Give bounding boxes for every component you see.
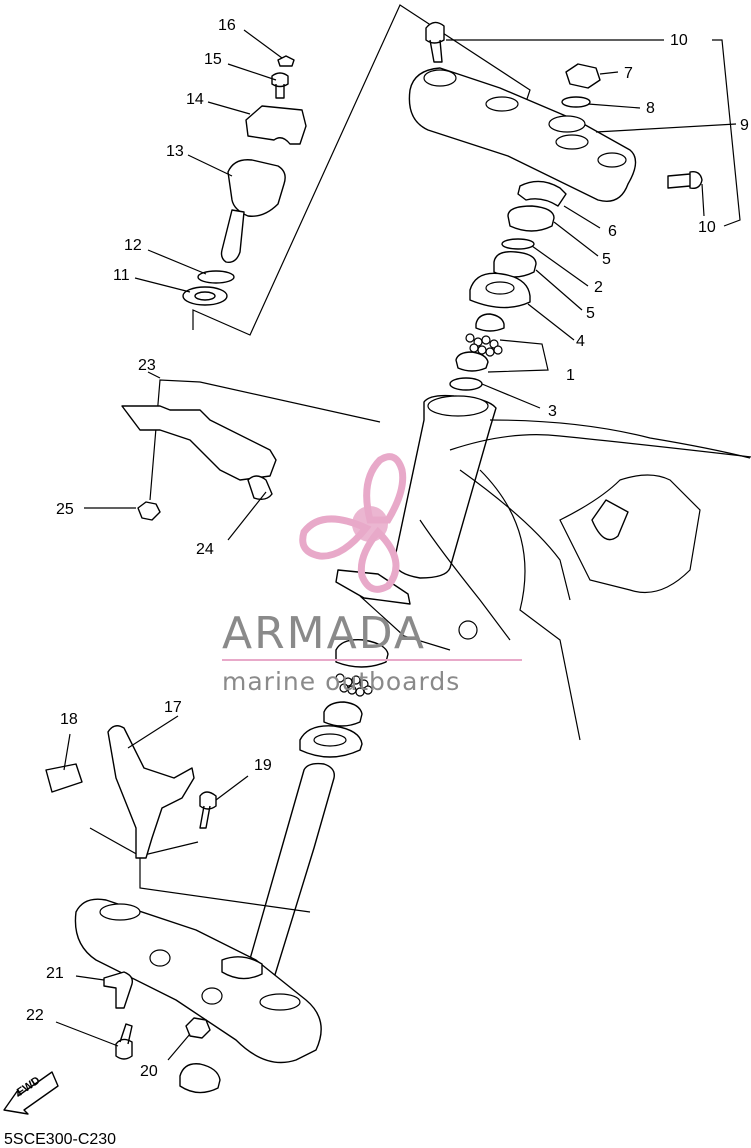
armada-watermark: ARMADA marine outboards bbox=[222, 453, 522, 696]
label-12: 12 bbox=[124, 237, 142, 254]
part-1-bearing-balls bbox=[465, 333, 503, 357]
part-8-washer bbox=[561, 96, 591, 108]
part-20-nut bbox=[185, 1017, 211, 1039]
label-13: 13 bbox=[166, 143, 184, 160]
label-10-top: 10 bbox=[670, 32, 688, 49]
label-6: 6 bbox=[608, 223, 617, 240]
label-8: 8 bbox=[646, 100, 655, 117]
bracket-group-23 bbox=[121, 379, 381, 521]
label-16: 16 bbox=[218, 17, 236, 34]
stem-and-lower-bracket bbox=[74, 762, 335, 1094]
label-4: 4 bbox=[576, 333, 585, 350]
label-7: 7 bbox=[624, 65, 633, 82]
frame bbox=[335, 394, 751, 741]
label-23: 23 bbox=[138, 357, 156, 374]
part-16-screw bbox=[277, 55, 295, 67]
bracket-group-17 bbox=[45, 725, 311, 913]
part-13-holder bbox=[227, 159, 286, 217]
part-25-nut bbox=[137, 501, 161, 521]
part-2-washer bbox=[501, 238, 535, 250]
lower-bearing-balls bbox=[335, 673, 373, 697]
lower-bracket bbox=[74, 898, 322, 1064]
label-18: 18 bbox=[60, 711, 78, 728]
label-19: 19 bbox=[254, 757, 272, 774]
label-3: 3 bbox=[548, 403, 557, 420]
part-labels: 16 15 14 13 12 11 10 7 8 9 10 6 5 2 5 4 … bbox=[26, 17, 749, 1080]
part-19-bolt bbox=[199, 791, 217, 829]
steering-stem-stack bbox=[449, 180, 567, 391]
watermark-brand: ARMADA bbox=[222, 608, 426, 659]
part-9-upper-bracket bbox=[408, 67, 637, 202]
leader-lines bbox=[55, 29, 741, 1061]
label-10-right: 10 bbox=[698, 219, 716, 236]
fwd-arrow: FWD bbox=[3, 1071, 59, 1115]
part-3-race bbox=[449, 377, 483, 391]
part-24-clip bbox=[247, 475, 273, 501]
watermark-tagline: marine outboards bbox=[222, 667, 460, 696]
label-5-lower: 5 bbox=[586, 305, 595, 322]
label-9: 9 bbox=[740, 117, 749, 134]
handlebar-group bbox=[182, 4, 531, 336]
frame-head-pipe bbox=[393, 394, 497, 579]
part-6-lock-washer bbox=[517, 180, 567, 207]
part-7-nut bbox=[565, 63, 601, 89]
part-5-ring-nut-upper bbox=[507, 205, 555, 232]
part-23-bracket bbox=[121, 405, 277, 481]
part-22-bolt bbox=[115, 1023, 133, 1060]
part-14-clamp bbox=[245, 105, 307, 145]
label-15: 15 bbox=[204, 51, 222, 68]
part-10-bolt-right bbox=[667, 170, 703, 190]
label-14: 14 bbox=[186, 91, 204, 108]
label-24: 24 bbox=[196, 541, 214, 558]
label-11: 11 bbox=[113, 267, 130, 284]
label-2: 2 bbox=[594, 279, 603, 296]
part-18-pad bbox=[45, 763, 83, 793]
label-25: 25 bbox=[56, 501, 74, 518]
part-21-clamp bbox=[103, 971, 134, 1009]
label-5-upper: 5 bbox=[602, 251, 611, 268]
diagram-code: 5SCE300-C230 bbox=[4, 1131, 116, 1148]
label-17: 17 bbox=[164, 699, 182, 716]
part-17-bracket bbox=[107, 725, 195, 859]
part-10-bolt-top bbox=[425, 21, 445, 63]
part-12-washer bbox=[197, 270, 235, 284]
armada-propeller-logo bbox=[299, 453, 407, 593]
label-1: 1 bbox=[566, 367, 575, 384]
label-21: 21 bbox=[46, 965, 64, 982]
label-22: 22 bbox=[26, 1007, 44, 1024]
label-20: 20 bbox=[140, 1063, 158, 1080]
steering-stem-shaft bbox=[243, 762, 335, 985]
part-15-bolt bbox=[271, 72, 289, 99]
upper-bracket-group bbox=[408, 21, 703, 202]
